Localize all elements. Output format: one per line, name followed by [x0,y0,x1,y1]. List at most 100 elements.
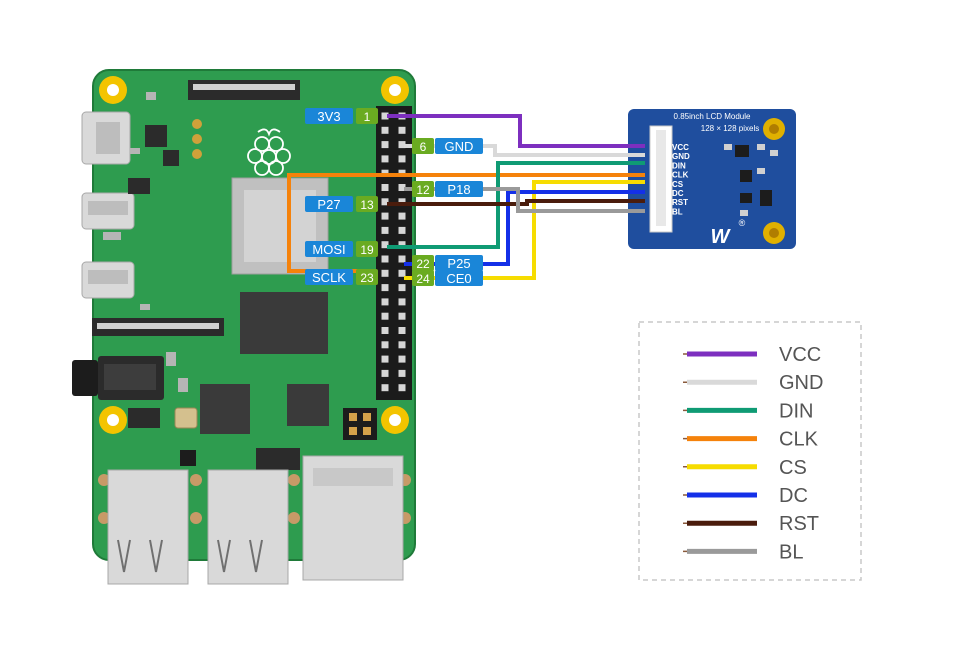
gpio-pin [381,298,389,306]
legend-item-vcc: VCC [683,344,821,366]
gpio-pin [381,155,389,163]
lcd-module: 0.85inch LCD Module 128 × 128 pixels W ®… [628,109,796,249]
pin-number-label: 23 [360,271,374,285]
gpio-pin [381,341,389,349]
legend-box [638,321,862,581]
gpio-pin [381,255,389,263]
lcd-pin-label: VCC [672,143,689,152]
gpio-pin [381,312,389,320]
gpio-pin [398,155,406,163]
gpio-pin [398,384,406,392]
gpio-pin [398,241,406,249]
lcd-pin-label: CLK [672,171,689,180]
lcd-pin-label: CS [672,180,684,189]
legend-label: DIN [779,400,813,422]
gpio-pin [398,198,406,206]
pin-name-label: CE0 [446,271,471,286]
mounting-hole-bottom-left [99,406,127,434]
pin-number-label: 1 [364,110,371,124]
wire-rst [387,199,645,206]
pin-name-label: SCLK [312,270,346,285]
legend-label: GND [779,372,823,394]
gpio-pin [381,369,389,377]
legend-item-clk: CLK [683,429,819,451]
legend-item-din: DIN [683,400,813,422]
pin-name-label: P18 [447,182,470,197]
raspberry-logo-icon [247,128,291,176]
gpio-pin [398,269,406,277]
gpio-pin [398,355,406,363]
legend-label: DC [779,485,808,507]
pin-name-label: MOSI [312,242,345,257]
audio-jack [72,360,98,396]
lcd-mounting-hole-top [763,118,785,140]
pin-tag-vcc: 3V3 1 [305,108,378,124]
gpio-pin [398,184,406,191]
lcd-pin-label: GND [672,152,690,161]
gpio-pin [398,226,406,234]
gpio-pin [398,312,406,320]
gpio-pin [398,255,406,263]
lcd-module-resolution: 128 × 128 pixels [701,124,760,133]
pin-name-label: GND [445,139,474,154]
legend-label: CS [779,457,807,479]
gpio-pin [381,327,389,334]
lcd-module-title: 0.85inch LCD Module [674,112,751,121]
mounting-hole-top-left [99,76,127,104]
gpio-pin [381,112,389,120]
pin-tag-din: MOSI 19 [305,241,378,257]
poe-header [343,408,377,440]
gpio-pin [381,355,389,363]
gpio-pin [381,212,389,220]
lcd-mounting-hole-bottom [763,222,785,244]
gpio-pin [381,226,389,234]
pin-number-label: 24 [416,272,430,286]
gold-pads [192,119,202,159]
wire-vcc [387,114,645,148]
gpio-pin [398,141,406,149]
gpio-pin [381,284,389,292]
lcd-pin-label: DC [672,189,684,198]
legend-item-dc: DC [683,485,808,507]
legend-items: VCC GND DIN CLK CS DC RST BL [683,344,823,563]
gpio-pin [381,269,389,277]
legend-label: BL [779,541,803,563]
registered-mark: ® [739,218,746,228]
legend-item-rst: RST [683,513,819,535]
mounting-hole-bottom-right [381,406,409,434]
legend-item-gnd: GND [683,372,823,394]
pin-name-label: P27 [317,197,340,212]
gpio-pin [381,126,389,134]
pin-name-label: 3V3 [317,109,340,124]
gpio-pin [398,212,406,220]
raspberry-pi-board [72,69,416,585]
legend: VCC GND DIN CLK CS DC RST BL [638,321,862,581]
pin-number-label: 6 [420,140,427,154]
gpio-pin [381,241,389,249]
ram-chip [240,292,328,354]
pin-tag-gnd: GND 6 [412,138,483,154]
ethernet-port [302,455,404,581]
lcd-pin-label: DIN [672,161,686,170]
mounting-hole-top-right [381,76,409,104]
lcd-pin-label: RST [672,198,688,207]
gpio-pin [398,298,406,306]
pin-number-label: 19 [360,243,374,257]
pin-tag-cs: CE0 24 [412,270,483,286]
gpio-pin [381,141,389,149]
gpio-pin [398,369,406,377]
pin-tag-clk: SCLK 23 [305,269,378,285]
legend-item-cs: CS [683,457,807,479]
pin-number-label: 12 [416,183,430,197]
gpio-pin [398,327,406,334]
legend-label: RST [779,513,819,535]
gpio-header [376,106,412,400]
gpio-pin [398,126,406,134]
gpio-pin [381,184,389,191]
waveshare-logo: W [711,226,732,248]
